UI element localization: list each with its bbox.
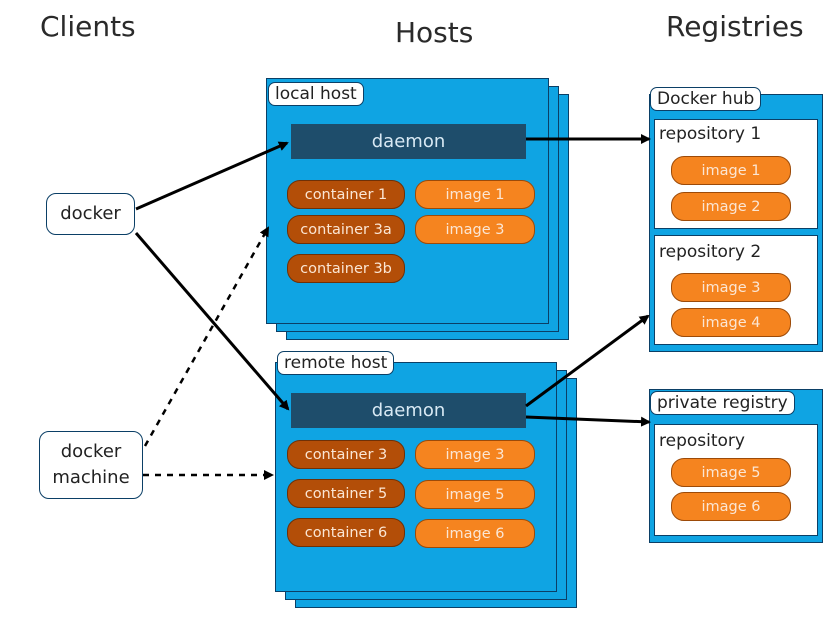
hub-repo2-image-4: image 4: [671, 308, 791, 337]
arrow-machine-to-local-host: [143, 226, 270, 447]
clients-column-title: Clients: [40, 10, 136, 43]
arrow-remote-daemon-to-docker-hub: [525, 314, 650, 408]
local-image-3: image 3: [415, 215, 535, 244]
arrow-remote-daemon-to-private-registry: [525, 415, 651, 427]
arrow-docker-to-remote-daemon: [134, 232, 290, 411]
remote-container-3: container 3: [287, 440, 405, 469]
hub-repo1-image-1: image 1: [671, 156, 791, 185]
docker-machine-label-line1: docker: [60, 441, 122, 462]
arrow-docker-to-local-daemon: [135, 141, 289, 211]
registries-column-title: Registries: [666, 10, 804, 43]
remote-container-5: container 5: [287, 479, 405, 508]
remote-host-label: remote host: [277, 351, 395, 375]
docker-client-label: docker: [60, 203, 121, 224]
remote-container-6: container 6: [287, 518, 405, 547]
private-image-6: image 6: [671, 492, 791, 521]
local-image-1: image 1: [415, 180, 535, 209]
private-image-5: image 5: [671, 458, 791, 487]
docker-machine-client: docker machine: [39, 431, 143, 499]
hub-repo2-image-3: image 3: [671, 273, 791, 302]
local-container-3b: container 3b: [287, 254, 405, 283]
remote-image-3: image 3: [415, 440, 535, 469]
hosts-column-title: Hosts: [395, 16, 474, 49]
private-repository-label: repository: [659, 431, 745, 451]
repository-1-label: repository 1: [659, 124, 762, 144]
remote-image-6: image 6: [415, 519, 535, 548]
repository-2-label: repository 2: [659, 242, 762, 262]
local-container-3a: container 3a: [287, 215, 405, 244]
remote-daemon: daemon: [291, 393, 526, 428]
docker-hub-label: Docker hub: [650, 87, 762, 111]
local-container-1: container 1: [287, 180, 405, 209]
local-host-label: local host: [268, 82, 364, 106]
local-daemon: daemon: [291, 124, 526, 159]
docker-client: docker: [46, 193, 135, 235]
hub-repo1-image-2: image 2: [671, 192, 791, 221]
private-registry-label: private registry: [650, 391, 795, 415]
docker-machine-label-line2: machine: [52, 467, 130, 488]
remote-image-5: image 5: [415, 480, 535, 509]
